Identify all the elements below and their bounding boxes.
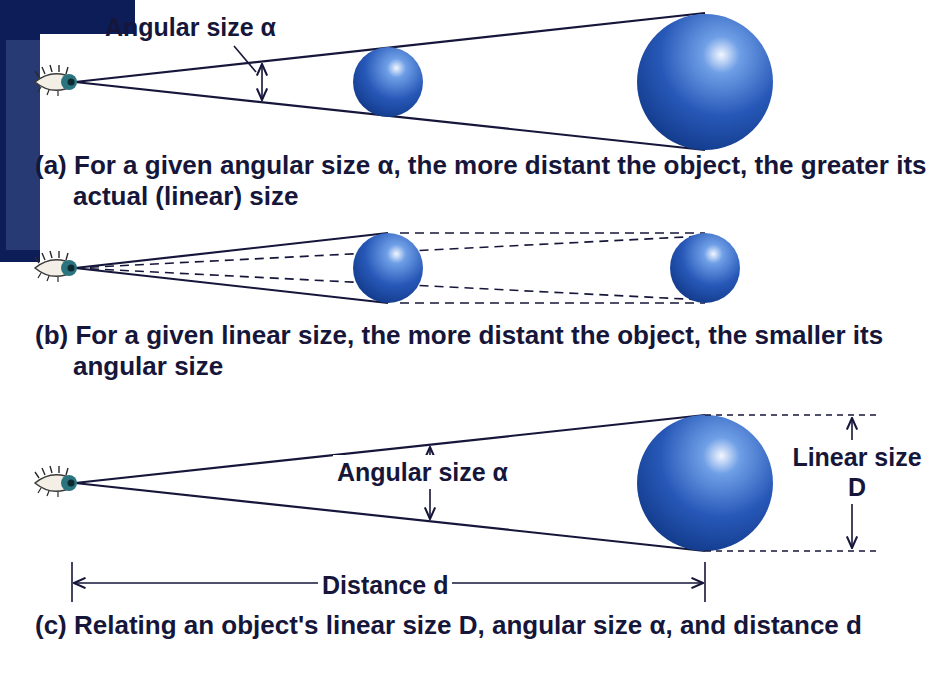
distance-label: Distance d (318, 568, 452, 602)
panel-caption: (b) For a given linear size, the more di… (35, 320, 930, 382)
size-label: Linear size D (778, 440, 936, 504)
panel-caption: (c) Relating an object's linear size D, … (35, 610, 930, 641)
angle-label: Angular size α (105, 12, 276, 42)
angle-label: Angular size α (333, 455, 512, 489)
panel-caption: (a) For a given angular size α, the more… (35, 150, 930, 212)
